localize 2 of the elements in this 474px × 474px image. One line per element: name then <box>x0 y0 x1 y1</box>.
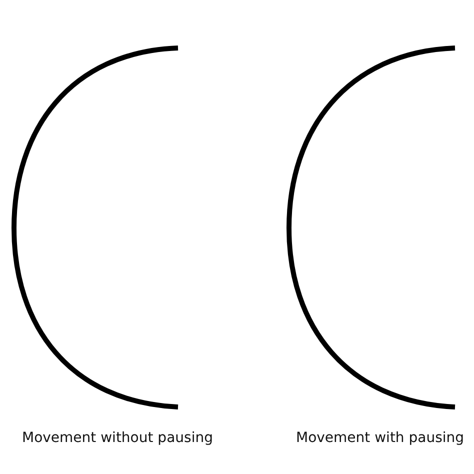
caption: Movement with pausing <box>296 430 464 446</box>
caption: Movement without pausing <box>22 430 213 446</box>
